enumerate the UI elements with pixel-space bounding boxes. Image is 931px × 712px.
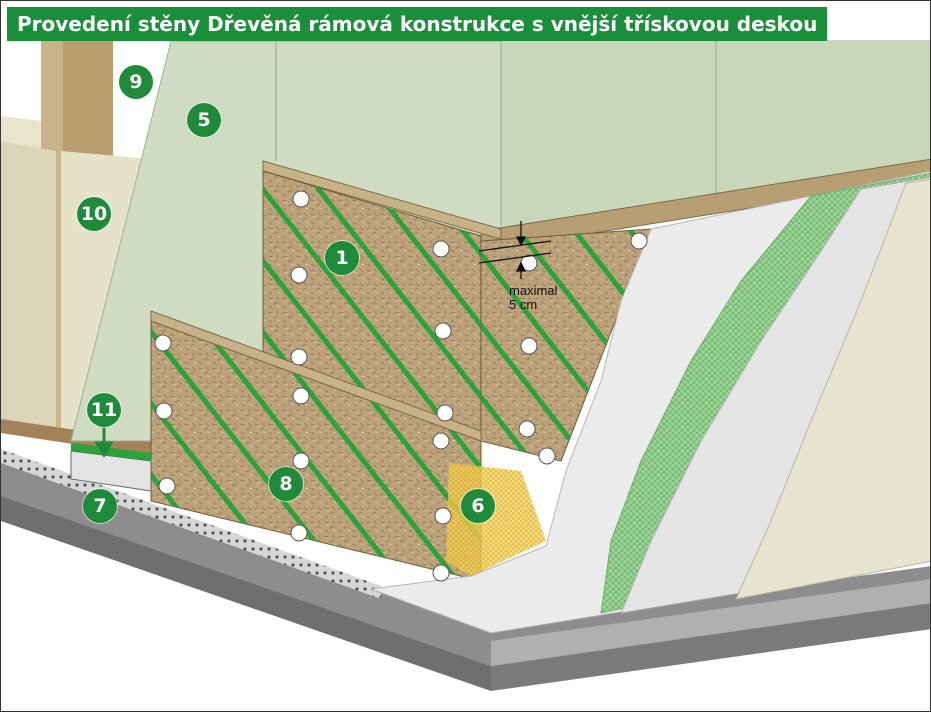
spacing-dimension bbox=[478, 221, 552, 279]
callout-6: 6 bbox=[461, 489, 495, 523]
callout-7: 7 bbox=[83, 489, 117, 523]
callout-10: 10 bbox=[77, 197, 111, 231]
finish-render bbox=[735, 178, 930, 600]
spacing-note-line2: 5 cm bbox=[509, 297, 538, 312]
callout-11-arrow bbox=[94, 426, 114, 458]
callout-9: 9 bbox=[119, 65, 153, 99]
callout-8: 8 bbox=[269, 467, 303, 501]
callout-1: 1 bbox=[325, 241, 359, 275]
callout-11: 11 bbox=[87, 393, 121, 427]
base-slab-front bbox=[1, 496, 491, 691]
callout-5: 5 bbox=[187, 103, 221, 137]
spacing-note-line1: maximal bbox=[509, 283, 558, 298]
base-slab-side bbox=[491, 603, 930, 691]
starter-profile-strip bbox=[1, 449, 381, 599]
insulation-dowels bbox=[154, 190, 648, 582]
page-title: Provedení stěny Dřevěná rámová konstrukc… bbox=[7, 7, 828, 41]
